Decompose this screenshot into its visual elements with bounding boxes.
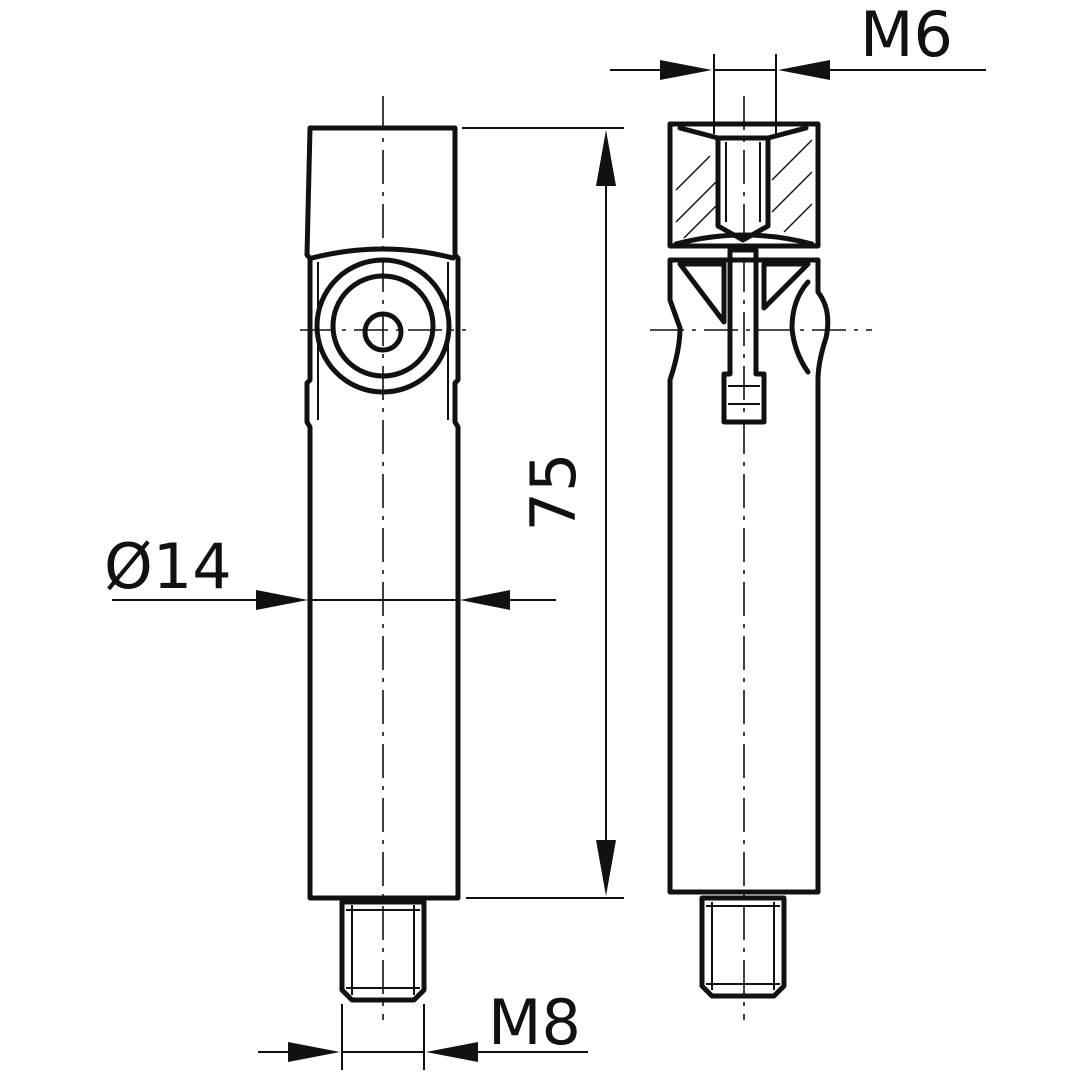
front-top-curve	[309, 246, 456, 261]
section-view	[650, 96, 872, 1020]
dimension-diameter: Ø14	[104, 530, 556, 610]
section-thread-stub	[699, 895, 787, 999]
dimension-length: 75	[462, 127, 624, 899]
section-hatch-top-right	[771, 139, 813, 233]
front-body-outline	[304, 125, 461, 901]
section-hatch-top-left	[675, 155, 717, 239]
section-body-outline	[667, 257, 831, 895]
dimension-top-thread: M6	[610, 0, 986, 134]
length-label: 75	[517, 453, 590, 532]
dimension-bottom-thread: M8	[258, 986, 588, 1070]
section-left-v	[677, 261, 727, 325]
section-right-v	[761, 261, 811, 311]
section-top-block	[667, 121, 821, 249]
front-thread-stub	[339, 899, 427, 1003]
section-center-pin	[721, 247, 767, 425]
top-thread-label: M6	[860, 0, 953, 71]
bottom-thread-label: M8	[488, 986, 581, 1059]
diameter-label: Ø14	[104, 530, 232, 603]
front-view	[300, 96, 466, 1020]
